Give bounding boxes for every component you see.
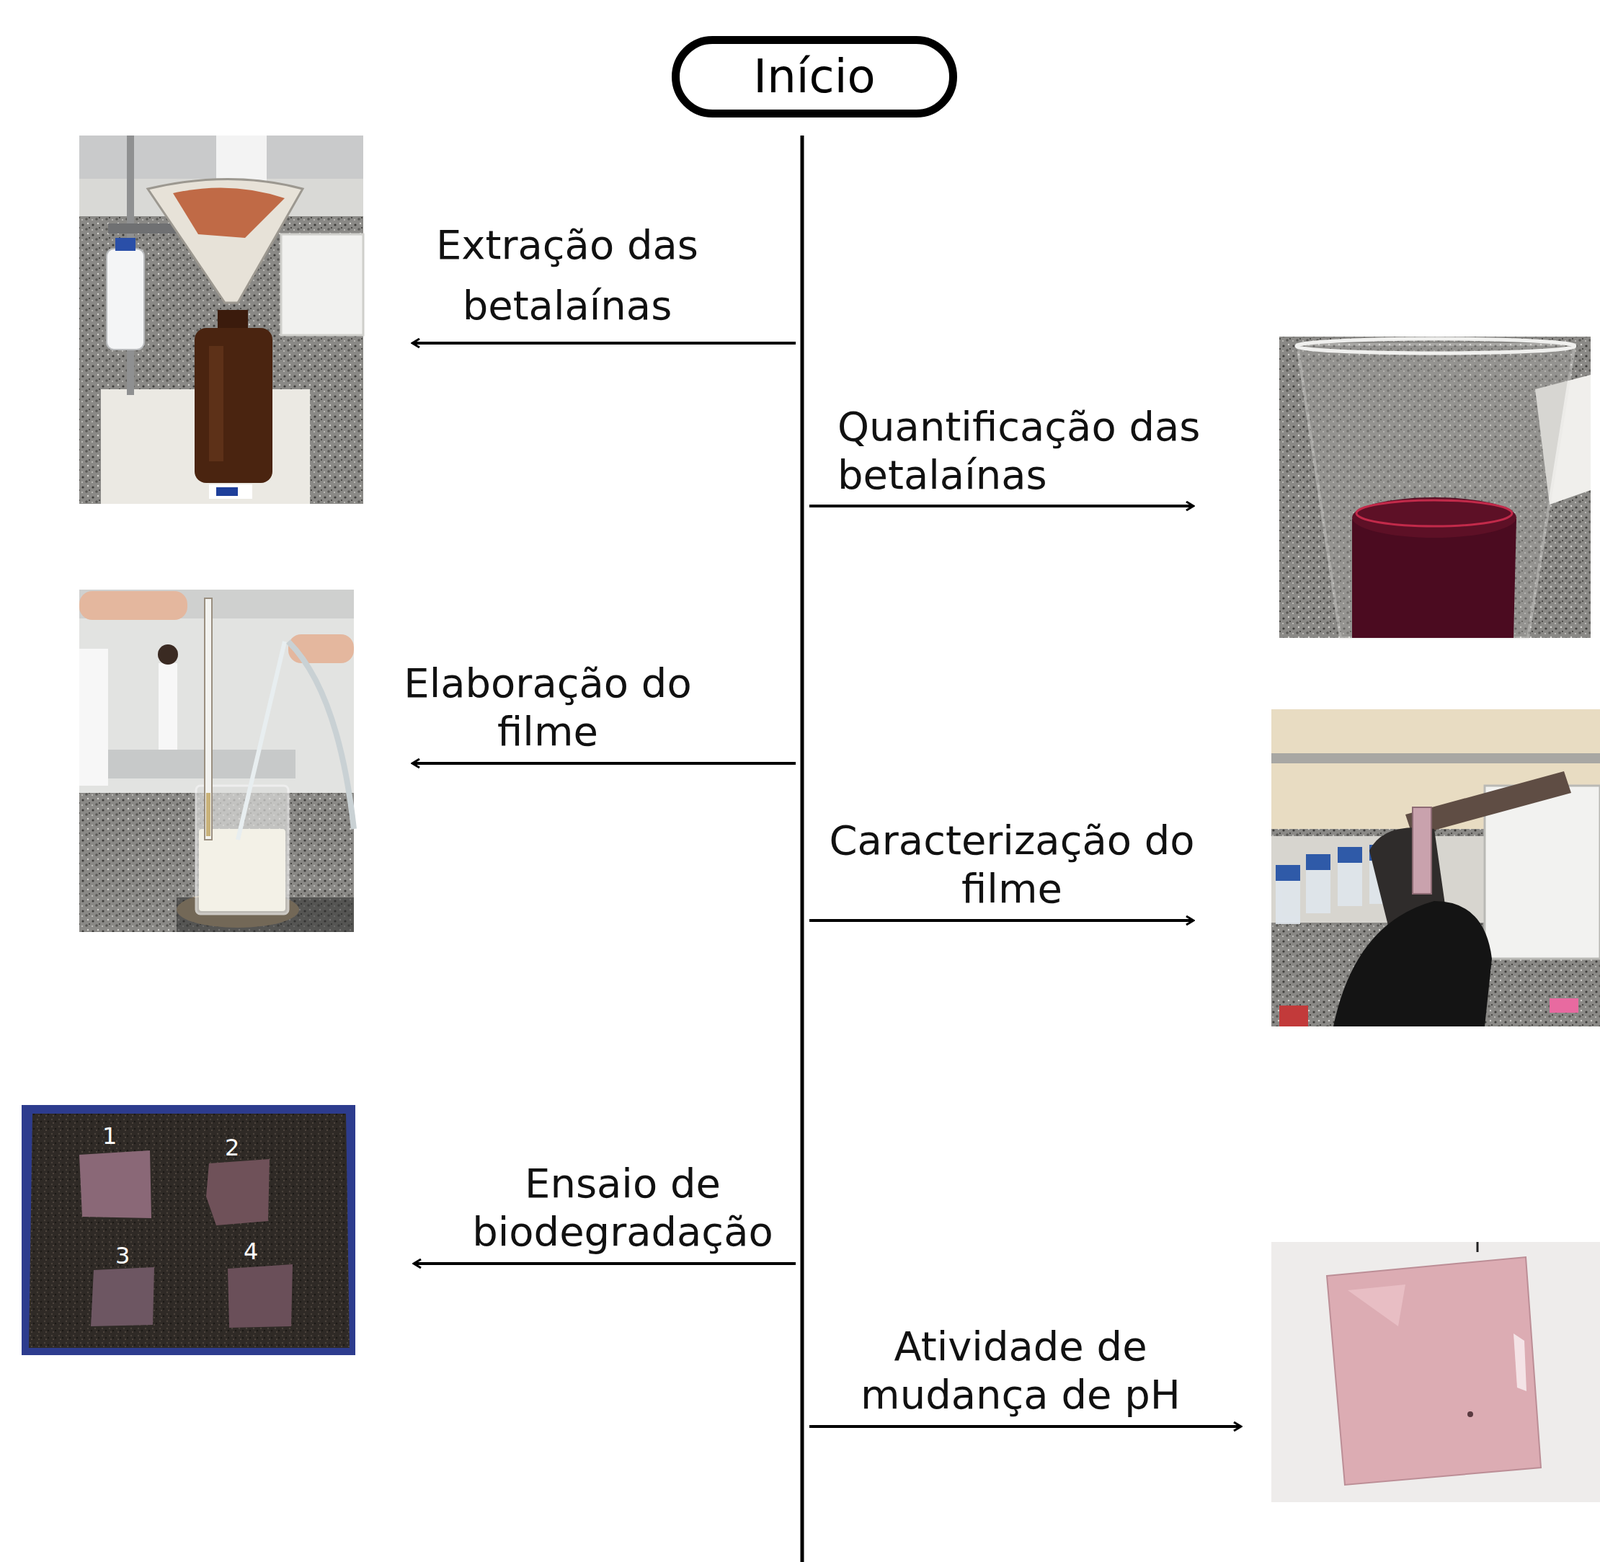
characterization-photo-part-part xyxy=(1275,864,1301,881)
step-label: Ensaio de biodegradação xyxy=(435,1158,811,1256)
characterization-photo-part xyxy=(1271,709,1600,1027)
callout-number: 4 xyxy=(243,1239,259,1263)
characterization-photo-part-part xyxy=(1305,869,1331,914)
elaboration-photo-part xyxy=(79,590,188,620)
callout-number: 2 xyxy=(224,1135,240,1159)
extraction-photo-part xyxy=(172,187,285,238)
quantification-photo-part xyxy=(1296,338,1575,354)
quantification-photo-part xyxy=(1356,500,1513,527)
step-arrows xyxy=(412,343,1241,1427)
extraction-photo-part xyxy=(147,179,303,304)
characterization-photo-part xyxy=(1549,998,1579,1013)
biodegradation-photo-part xyxy=(206,1158,270,1226)
elaboration-photo-part xyxy=(237,641,285,840)
extraction-photo-part xyxy=(209,484,253,499)
extraction-photo-part xyxy=(209,345,224,462)
step-arrows-part xyxy=(412,341,796,345)
ph-film-photo-part xyxy=(1347,1284,1406,1327)
elaboration-photo-part xyxy=(79,589,354,932)
characterization-photo-part xyxy=(1271,753,1600,764)
biodegradation-photo-part xyxy=(227,1264,293,1328)
timeline-spine-part xyxy=(800,135,805,1562)
characterization-photo-part-part xyxy=(1275,880,1301,924)
elaboration-photo-part xyxy=(157,644,179,665)
ph-film-photo-part xyxy=(1326,1256,1541,1485)
characterization-photo-part-part xyxy=(1337,846,1363,863)
elaboration-photo-part xyxy=(198,828,286,911)
ph-film-photo-part xyxy=(1513,1333,1527,1391)
biodegradation-photo-part xyxy=(28,1113,350,1348)
callout-number: 3 xyxy=(115,1243,130,1268)
characterization-photo-part xyxy=(1412,807,1432,894)
quantification-photo-part xyxy=(1352,497,1517,538)
biodegradation-photo-part xyxy=(21,1104,356,1355)
characterization-photo-part-part xyxy=(1337,862,1363,906)
step-label: Caracterização do filme xyxy=(817,815,1207,913)
biodegradation-photo-part xyxy=(79,1150,152,1219)
step-arrows-part xyxy=(809,1424,1241,1428)
characterization-photo-part xyxy=(1279,1005,1309,1027)
terminal-label: Início xyxy=(753,51,875,102)
ph-film-photo-part xyxy=(1467,1411,1474,1417)
quantification-photo xyxy=(1279,336,1591,638)
ph-film-photo-part xyxy=(1271,1241,1600,1502)
quantification-photo-part xyxy=(1297,344,1575,638)
extraction-photo-part xyxy=(79,135,364,504)
step-arrows-part xyxy=(809,918,1193,922)
elaboration-photo-part xyxy=(204,598,212,840)
extraction-photo xyxy=(79,135,364,504)
extraction-photo-part xyxy=(216,487,238,496)
step-arrows-part xyxy=(809,504,1193,508)
step-label: Extração das betalaínas xyxy=(394,214,741,336)
step-label: Elaboração do filme xyxy=(392,658,703,756)
extraction-photo-part xyxy=(281,234,364,336)
step-arrows-part xyxy=(414,1261,796,1265)
ph-film-photo-part xyxy=(1476,1241,1479,1252)
extraction-photo-part xyxy=(106,248,145,350)
elaboration-photo-part xyxy=(206,792,211,837)
elaboration-photo-part xyxy=(108,749,296,779)
ph-film-photo xyxy=(1271,1241,1600,1502)
callout-number: 1 xyxy=(102,1124,117,1148)
start-terminal: Início xyxy=(671,36,958,118)
extraction-photo-part xyxy=(194,327,273,483)
elaboration-photo-part xyxy=(196,785,289,914)
elaboration-photo xyxy=(79,589,354,932)
quantification-photo-part xyxy=(1279,336,1591,638)
extraction-photo-part xyxy=(115,237,136,251)
biodegradation-photo-part xyxy=(90,1267,155,1327)
step-arrows-part xyxy=(412,761,796,765)
characterization-photo xyxy=(1271,709,1600,1027)
elaboration-photo-part xyxy=(288,641,354,829)
timeline-spine xyxy=(802,135,803,1562)
biodegradation-photo xyxy=(21,1104,356,1355)
step-label: Quantificação das betalaínas xyxy=(837,402,1263,499)
elaboration-photo-part xyxy=(79,648,109,786)
step-label: Atividade de mudança de pH xyxy=(804,1321,1237,1419)
characterization-photo-part xyxy=(1333,900,1492,1027)
characterization-photo-part-part xyxy=(1305,854,1331,870)
